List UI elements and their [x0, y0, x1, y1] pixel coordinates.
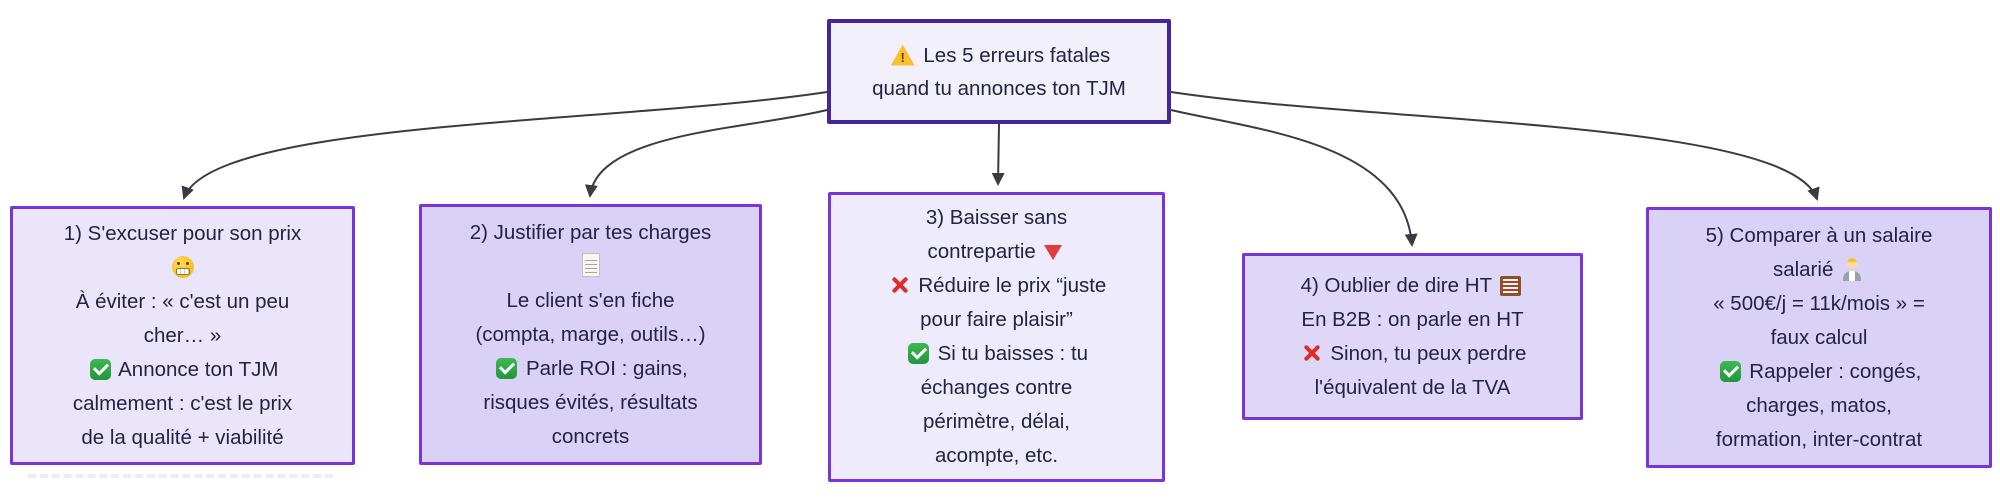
node-text-line: salarié	[1773, 253, 1865, 287]
red-triangle-down-icon	[1044, 245, 1063, 260]
text-segment: quand tu annonces ton TJM	[872, 76, 1126, 100]
node-text-line: 2) Justifier par tes charges	[470, 216, 712, 250]
node-text-line: Réduire le prix “juste	[887, 269, 1107, 303]
text-segment: concrets	[551, 424, 630, 448]
node-text-line	[579, 250, 603, 284]
node-text-line: À éviter : « c'est un peu	[76, 285, 290, 319]
node-text-line: faux calcul	[1771, 321, 1868, 355]
node-text-line: périmètre, délai,	[923, 405, 1070, 439]
node-text-line: l'équivalent de la TVA	[1315, 371, 1511, 405]
text-segment: Parle ROI : gains,	[520, 356, 688, 380]
receipt-icon	[581, 252, 600, 277]
text-segment: Rappeler : congés,	[1743, 359, 1922, 383]
text-segment: Les 5 erreurs fatales	[917, 43, 1111, 67]
edge-root-to-error-4	[1170, 109, 1418, 247]
text-segment: En B2B : on parle en HT	[1301, 307, 1524, 331]
warning-icon	[890, 44, 915, 66]
node-text-line: Si tu baisses : tu	[905, 337, 1088, 371]
edge-root-to-error-2	[584, 109, 828, 198]
text-segment: Le client s'en fiche	[506, 288, 675, 312]
node-text-line: « 500€/j = 11k/mois » =	[1713, 287, 1925, 321]
node-text-line: En B2B : on parle en HT	[1301, 303, 1523, 337]
node-error-3: 3) Baisser sans contrepartie Réduire le p…	[828, 192, 1165, 482]
node-text-line	[169, 251, 197, 285]
text-segment: risques évités, résultats	[483, 390, 698, 414]
check-mark-icon	[89, 358, 111, 380]
node-text-line: 1) S'excuser pour son prix	[64, 217, 302, 251]
text-segment: cher… »	[143, 323, 222, 347]
node-text-line: cher… »	[144, 319, 221, 353]
node-text-line: de la qualité + viabilité	[81, 421, 283, 455]
abacus-icon	[1500, 275, 1522, 296]
text-segment: contrepartie	[927, 240, 1042, 263]
node-text-line: (compta, marge, outils…)	[475, 318, 705, 352]
check-mark-icon	[1719, 360, 1741, 382]
text-segment: 3) Baisser sans	[925, 206, 1068, 229]
check-mark-icon	[496, 357, 518, 379]
node-text-line: Les 5 erreurs fatales	[888, 39, 1111, 72]
node-text-line: acompte, etc.	[935, 439, 1058, 473]
node-text-line: concrets	[552, 420, 629, 454]
text-segment: de la qualité + viabilité	[81, 425, 284, 449]
node-error-4: 4) Oublier de dire HT En B2B : on parle …	[1242, 253, 1583, 420]
text-segment: acompte, etc.	[934, 444, 1059, 467]
node-text-line: Annonce ton TJM	[87, 353, 279, 387]
text-segment: calmement : c'est le prix	[72, 391, 293, 415]
node-error-1: 1) S'excuser pour son prix À éviter : « c…	[10, 206, 355, 465]
node-text-line: Parle ROI : gains,	[493, 352, 688, 386]
text-segment: 2) Justifier par tes charges	[469, 220, 712, 244]
text-segment: 4) Oublier de dire HT	[1300, 273, 1498, 297]
node-text-line: calmement : c'est le prix	[73, 387, 292, 421]
text-segment: À éviter : « c'est un peu	[75, 289, 290, 313]
text-segment: charges, matos,	[1746, 393, 1892, 417]
node-text-line: charges, matos,	[1746, 389, 1892, 423]
node-text-line: 3) Baisser sans	[926, 201, 1067, 235]
text-segment: « 500€/j = 11k/mois » =	[1713, 291, 1925, 315]
node-text-line: pour faire plaisir”	[920, 303, 1073, 337]
node-text-line: quand tu annonces ton TJM	[872, 72, 1126, 105]
node-root: Les 5 erreurs fatales quand tu annonces t…	[827, 19, 1171, 124]
text-segment: formation, inter-contrat	[1715, 427, 1923, 451]
edge-root-to-error-3	[991, 123, 1005, 186]
text-segment: pour faire plaisir”	[920, 308, 1073, 331]
text-segment: (compta, marge, outils…)	[475, 322, 706, 346]
edge-root-to-error-5	[1170, 91, 1820, 201]
node-text-line: 5) Comparer à un salaire	[1706, 219, 1933, 253]
text-segment: 1) S'excuser pour son prix	[63, 221, 302, 245]
node-error-5: 5) Comparer à un salaire salarié « 500€/j…	[1646, 207, 1992, 468]
text-segment: échanges contre	[920, 376, 1073, 399]
node-text-line: contrepartie	[928, 235, 1066, 269]
check-mark-icon	[907, 343, 929, 364]
node-text-line: Sinon, tu peux perdre	[1299, 337, 1527, 371]
node-text-line: Le client s'en fiche	[506, 284, 674, 318]
cross-mark-icon	[890, 275, 910, 295]
text-segment: Réduire le prix “juste	[912, 274, 1107, 297]
node-text-line: formation, inter-contrat	[1716, 423, 1922, 457]
text-segment: faux calcul	[1770, 325, 1868, 349]
text-segment: Sinon, tu peux perdre	[1324, 341, 1527, 365]
cross-mark-icon	[1302, 343, 1322, 363]
text-segment: Si tu baisses : tu	[931, 342, 1089, 365]
edge-root-to-error-1	[181, 91, 828, 200]
text-segment: salarié	[1772, 257, 1840, 281]
text-segment: périmètre, délai,	[923, 410, 1070, 433]
grimacing-face-icon	[171, 255, 194, 278]
node-text-line: Rappeler : congés,	[1717, 355, 1922, 389]
node-text-line: 4) Oublier de dire HT	[1301, 269, 1525, 303]
node-text-line: échanges contre	[921, 371, 1073, 405]
text-segment: l'équivalent de la TVA	[1314, 375, 1511, 399]
node-error-2: 2) Justifier par tes charges Le client s'…	[419, 204, 762, 465]
stray-dashed-line	[28, 474, 333, 478]
office-worker-icon	[1842, 257, 1862, 281]
text-segment: Annonce ton TJM	[113, 357, 279, 381]
text-segment: 5) Comparer à un salaire	[1705, 223, 1933, 247]
node-text-line: risques évités, résultats	[483, 386, 697, 420]
